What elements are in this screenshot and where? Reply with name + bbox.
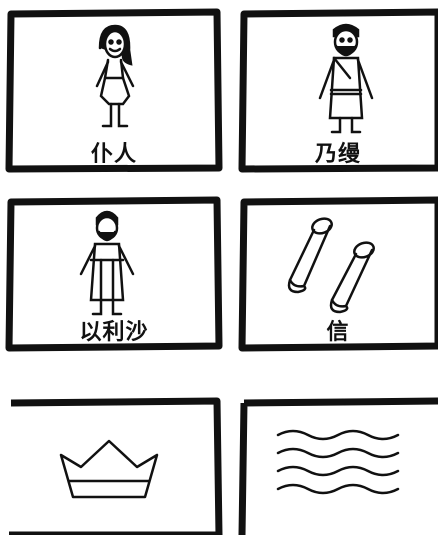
card-label: 信 xyxy=(326,320,350,345)
card-frame xyxy=(5,196,223,352)
card-label: 仆人 xyxy=(90,142,137,167)
card-letter[interactable]: 信 xyxy=(238,196,438,352)
card-label: 以利沙 xyxy=(79,320,149,345)
card-frame xyxy=(238,8,438,173)
woman-figure-icon xyxy=(95,24,135,128)
bearded-man-figure-icon xyxy=(318,23,374,134)
card-frame xyxy=(5,8,223,173)
crown-icon xyxy=(59,439,159,499)
card-crown[interactable] xyxy=(5,395,223,535)
card-naaman[interactable]: 乃缦 xyxy=(238,8,438,173)
card-servant[interactable]: 仆人 xyxy=(5,8,223,173)
scroll-icon xyxy=(287,217,375,314)
prophet-figure-icon xyxy=(79,210,135,316)
card-elisha[interactable]: 以利沙 xyxy=(5,196,223,352)
water-waves-icon xyxy=(276,429,400,495)
card-frame xyxy=(238,196,438,352)
card-frame xyxy=(238,397,438,535)
card-label: 乃缦 xyxy=(314,142,361,167)
card-water[interactable] xyxy=(238,395,438,535)
card-frame xyxy=(9,397,223,535)
